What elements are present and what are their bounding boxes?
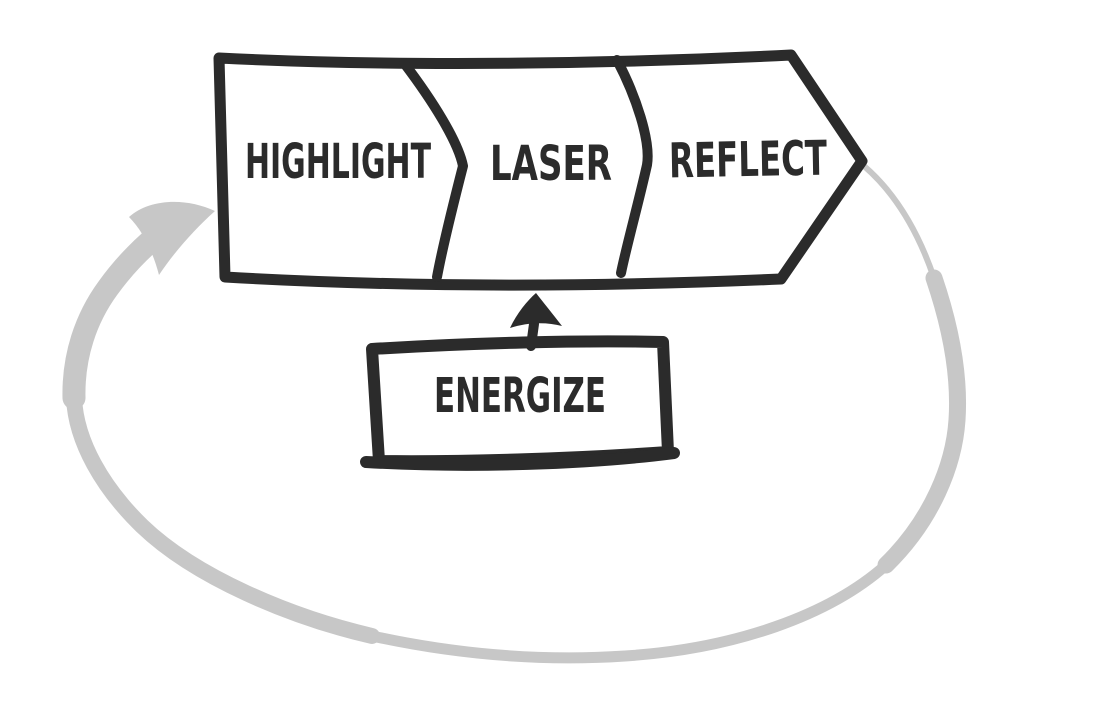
- step-label-reflect: REFLECT: [669, 131, 828, 190]
- divider-highlight-laser: [399, 58, 468, 282]
- loop-arrow-left-segment: [66, 390, 380, 644]
- loop-arrow-start-segment: [861, 163, 937, 281]
- divider-laser-reflect: [612, 55, 653, 278]
- step-label-highlight: HIGHLIGHT: [245, 134, 431, 190]
- step-segment-laser: LASER: [490, 136, 612, 192]
- energize-box: ENERGIZE: [360, 335, 680, 471]
- step-label-laser: LASER: [490, 136, 612, 192]
- step-segment-highlight: HIGHLIGHT: [245, 134, 431, 190]
- process-band: HIGHLIGHT LASER REFLECT: [213, 49, 868, 291]
- loop-arrow-rise-segment: [62, 218, 176, 410]
- up-arrowhead-icon: [510, 293, 562, 328]
- process-band-outline: [213, 49, 868, 291]
- energize-label: ENERGIZE: [434, 368, 606, 424]
- energize-box-bottom-stroke: [360, 447, 680, 471]
- loop-arrowhead-icon: [129, 201, 215, 275]
- loop-arrow-right-segment: [877, 269, 966, 574]
- cycle-loop-arrow: [62, 163, 966, 664]
- step-segment-reflect: REFLECT: [669, 131, 828, 190]
- loop-arrow-bottom-segment: [366, 559, 892, 664]
